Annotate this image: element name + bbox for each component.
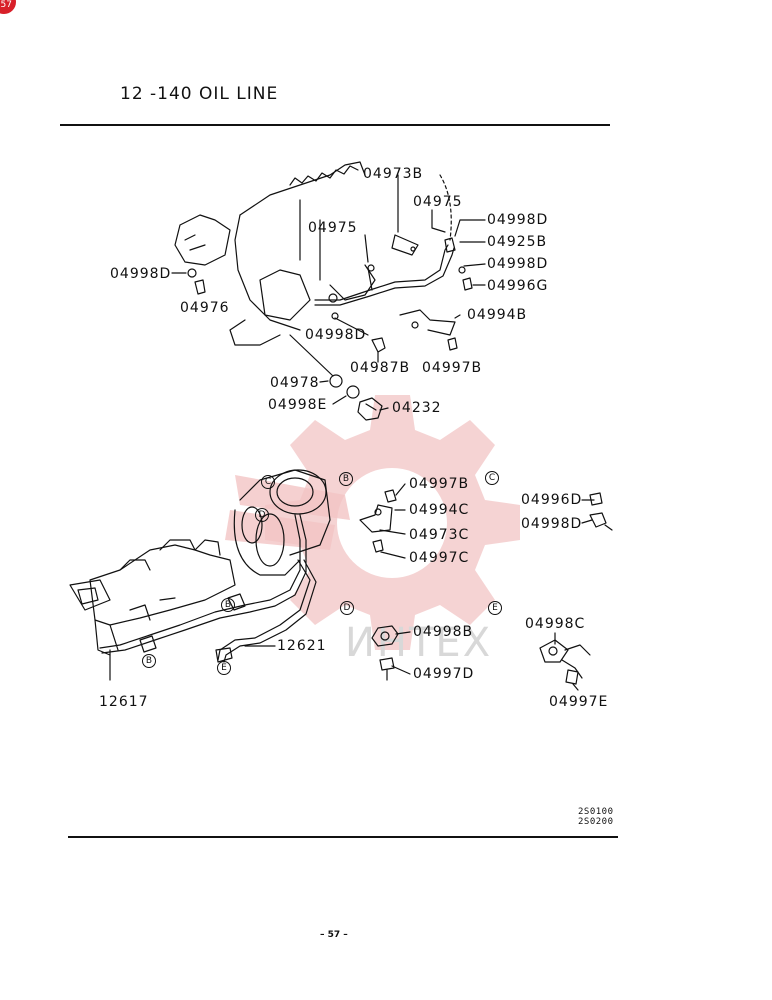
bracket-04973B-shape	[391, 234, 419, 256]
watermark-text: ИНТЕХ	[345, 620, 493, 666]
label-04996D: 04996D	[521, 492, 583, 508]
label-12617: 12617	[99, 694, 149, 710]
gasket-04998B-shape	[371, 625, 399, 647]
label-04232: 04232	[392, 400, 442, 416]
ref-circle-B: B	[339, 472, 353, 486]
ref-circle-B-lower: B	[142, 654, 156, 668]
label-04998D-r1: 04998D	[487, 212, 549, 228]
bracket-04994B-shape	[399, 309, 456, 336]
ref-circle-E: E	[217, 661, 231, 675]
label-04998E: 04998E	[268, 397, 328, 413]
model-code-1: 2S0100	[578, 807, 614, 817]
ref-circle-C-detail: C	[485, 471, 499, 485]
label-04998C: 04998C	[525, 616, 586, 632]
label-04975-right: 04975	[413, 194, 463, 210]
label-04997C: 04997C	[409, 550, 470, 566]
ref-circle-D: D	[255, 508, 269, 522]
label-04998D-right: 04998D	[521, 516, 583, 532]
label-04994C: 04994C	[409, 502, 470, 518]
label-04973B: 04973B	[363, 166, 424, 182]
title-divider	[60, 124, 610, 126]
bracket-04994C-shape	[359, 504, 393, 533]
label-04973C: 04973C	[409, 527, 470, 543]
label-04998D-mid: 04998D	[305, 327, 367, 343]
label-04994B: 04994B	[467, 307, 528, 323]
engine-block-outline	[239, 161, 366, 216]
page-badge: 57	[0, 0, 16, 14]
label-04987B: 04987B	[350, 360, 411, 376]
label-04998D-r2: 04998D	[487, 256, 549, 272]
watermark-gear-icon	[225, 395, 520, 650]
ref-circle-B-manifold: B	[221, 598, 235, 612]
gasket-04998C-shape	[539, 639, 569, 663]
label-04925B: 04925B	[487, 234, 548, 250]
oil-line-tube-upper	[314, 244, 449, 301]
oil-line-tube-12617	[99, 514, 301, 649]
label-04997E: 04997E	[549, 694, 609, 710]
ref-circle-E-detail: E	[488, 601, 502, 615]
page-number: – 57 –	[320, 930, 348, 940]
label-04978: 04978	[270, 375, 320, 391]
label-04976: 04976	[180, 300, 230, 316]
label-04998D-left: 04998D	[110, 266, 172, 282]
label-04997B-lower: 04997B	[409, 476, 470, 492]
model-code-2: 2S0200	[578, 817, 614, 827]
label-04996G: 04996G	[487, 278, 549, 294]
oil-line-tube-12621	[217, 559, 311, 661]
label-04998B: 04998B	[413, 624, 474, 640]
label-12621: 12621	[277, 638, 327, 654]
label-04997B-upper: 04997B	[422, 360, 483, 376]
label-04975-left: 04975	[308, 220, 358, 236]
label-04997D: 04997D	[413, 666, 475, 682]
page-title: 12 -140 OIL LINE	[120, 84, 279, 104]
ref-circle-C: C	[261, 475, 275, 489]
ref-circle-D-detail: D	[340, 601, 354, 615]
exhaust-manifold-body	[89, 544, 236, 626]
footer-divider	[68, 836, 618, 838]
turbocharger-housing	[269, 469, 327, 515]
